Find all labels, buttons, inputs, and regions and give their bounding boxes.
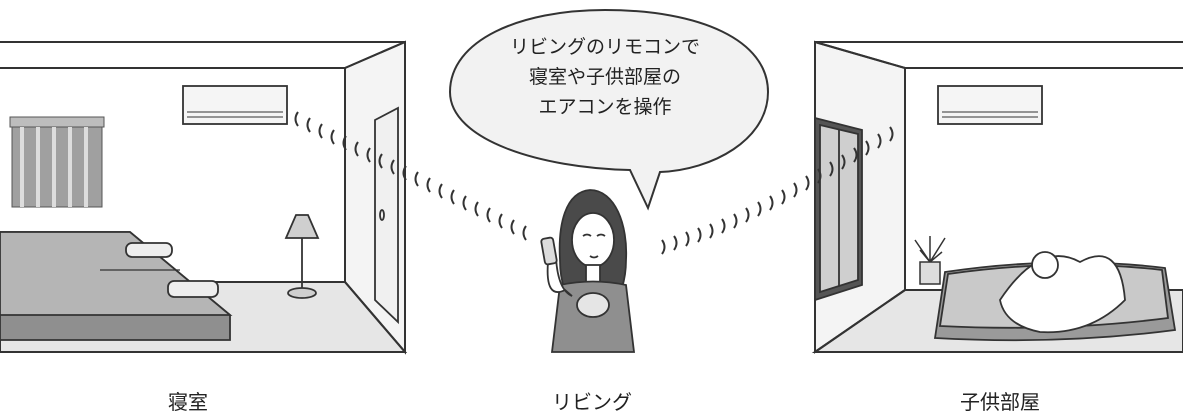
bedroom-curtain bbox=[9, 116, 105, 208]
kids-room-bed bbox=[933, 251, 1177, 342]
signal-waves-to-bedroom bbox=[294, 111, 527, 241]
caption-bedroom: 寝室 bbox=[168, 390, 208, 414]
speech-bubble-line-3: エアコンを操作 bbox=[538, 96, 672, 118]
caption-kids-room: 子供部屋 bbox=[960, 390, 1040, 414]
bedroom-beds bbox=[0, 231, 233, 341]
kids-room-plant bbox=[914, 236, 946, 285]
caption-living: リビング bbox=[552, 390, 632, 414]
speech-bubble-line-1: リビングのリモコンで bbox=[509, 36, 700, 58]
speech-bubble-line-2: 寝室や子供部屋の bbox=[528, 66, 681, 88]
speech-bubble bbox=[448, 8, 770, 211]
kids-room-air-conditioner bbox=[937, 85, 1043, 125]
signal-waves-to-kids-room bbox=[661, 126, 894, 255]
woman-with-remote bbox=[540, 189, 636, 353]
bedroom-air-conditioner bbox=[182, 85, 288, 125]
bedroom-door bbox=[374, 106, 399, 325]
speech-bubble-text: リビングのリモコンで 寝室や子供部屋の エアコンを操作 bbox=[460, 32, 750, 122]
kids-room-window bbox=[814, 116, 863, 302]
bedroom-lamp bbox=[284, 214, 320, 299]
